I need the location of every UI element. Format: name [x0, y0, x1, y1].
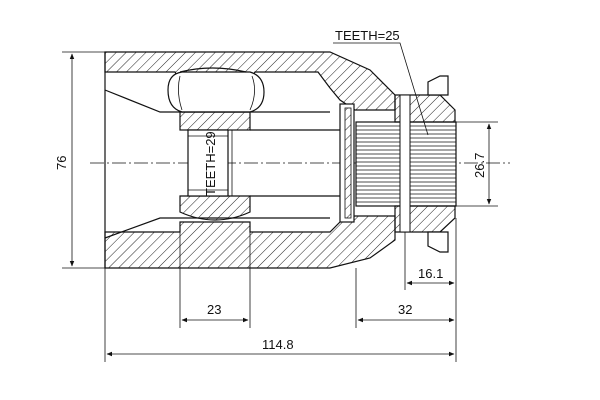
abs-ring-lower [427, 231, 449, 253]
housing-outline [104, 52, 330, 268]
dim-spline-diameter: 26.7 [472, 153, 487, 178]
abs-ring-upper [427, 75, 449, 96]
dim-stem-length: 32 [398, 302, 412, 317]
spider-hub-upper [179, 111, 251, 131]
teeth-outer-label: TEETH=25 [335, 28, 400, 43]
dim-overall-length: 114.8 [262, 337, 294, 352]
spider-spline-teeth [188, 130, 233, 196]
teeth-inner-label: TEETH=29 [203, 131, 218, 196]
dim-inner-width: 23 [207, 302, 221, 317]
dim-spline-offset: 16.1 [418, 266, 443, 281]
dim-outer-diameter: 76 [54, 156, 69, 170]
tripod-roller [167, 71, 265, 113]
roller-cap [179, 67, 247, 73]
spider-hub-lower [179, 195, 251, 221]
spider-spline-bore [187, 129, 229, 197]
